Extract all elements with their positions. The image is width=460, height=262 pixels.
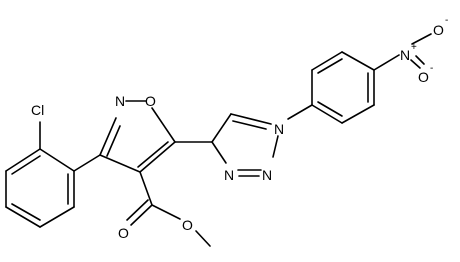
bond [317,58,343,74]
bonds [5,33,432,247]
bond [287,104,313,120]
bond [373,54,400,71]
bond [106,125,121,157]
triazole-n3-label: N [224,167,234,183]
bond [151,107,176,143]
bond [410,59,421,69]
nitro-oxygen-top-label: O [433,22,444,38]
bond [232,120,267,130]
bond [411,33,432,45]
bond [137,141,169,168]
bond [195,230,211,247]
nitro-oxygen-bottom-charge: - [430,63,433,74]
triazole-n2-label: N [262,167,272,183]
bond [5,206,41,228]
bond [39,148,75,172]
bond [317,101,343,117]
ester-oxygen-label: O [182,217,193,233]
bond [415,55,425,65]
carbonyl-oxygen-label: O [118,225,129,241]
bond [211,113,232,143]
bond [311,104,343,124]
bond [5,148,41,172]
chlorine-label: Cl [31,102,44,118]
atom-labels: Cl O N N N N N + O - O - O O [31,15,448,241]
bond [11,155,41,175]
bond [73,154,101,172]
bond [151,204,181,220]
bond [341,51,375,71]
bond [11,203,41,221]
bond [99,154,141,173]
triazole-n1-label: N [274,121,284,137]
isoxazole-nitrogen-label: N [115,93,125,109]
bond [139,141,176,173]
bond [130,204,153,226]
bond [311,51,343,71]
bond [99,117,117,156]
nitro-oxygen-bottom-label: O [418,69,429,85]
bond [126,199,149,221]
nitro-oxygen-top-charge: - [445,15,448,26]
bond [272,135,279,158]
bond [211,141,227,164]
bond [230,113,272,125]
bond [139,171,153,206]
bond [341,104,375,124]
nitro-nitrogen-label: N [400,47,410,63]
isoxazole-oxygen-label: O [145,93,156,109]
bond [39,206,75,228]
nitro-nitrogen-charge: + [411,42,417,53]
